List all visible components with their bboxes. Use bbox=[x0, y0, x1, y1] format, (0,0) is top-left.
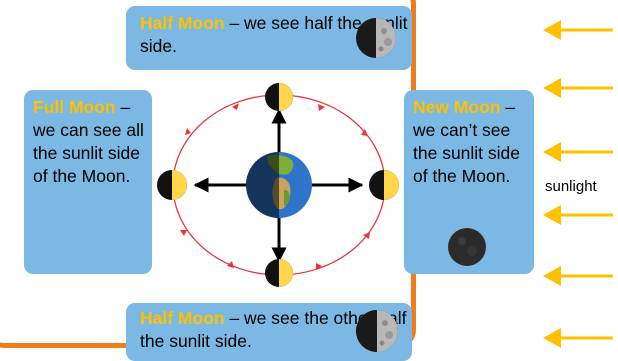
half-moon-photo-icon bbox=[356, 18, 396, 58]
sunlight-arrow-icon bbox=[543, 266, 613, 286]
full-moon-box: Full Moon – we can see all the sunlit si… bbox=[24, 90, 152, 274]
orbit-direction-arrows bbox=[180, 103, 370, 270]
moon-right bbox=[369, 170, 399, 200]
sunlight-label: sunlight bbox=[545, 178, 597, 195]
new-moon-photo-icon bbox=[448, 228, 486, 266]
sunlight-arrow-icon bbox=[543, 328, 613, 348]
earth-globe-icon bbox=[246, 152, 312, 218]
half-moon-photo-icon-bottom bbox=[356, 310, 398, 352]
sunlight-arrow-icon bbox=[543, 20, 613, 40]
full-moon-title: Full Moon bbox=[33, 97, 116, 117]
moon-top bbox=[265, 83, 293, 111]
moon-left bbox=[157, 170, 187, 200]
moon-bottom bbox=[265, 259, 293, 287]
half-moon-bottom-title: Half Moon bbox=[140, 308, 225, 328]
sunlight-arrow-icon bbox=[543, 78, 613, 98]
full-moon-text: – we can see all the sunlit side of the … bbox=[33, 97, 144, 186]
half-moon-top-title: Half Moon bbox=[140, 13, 225, 33]
sunlight-arrow-icon bbox=[543, 142, 613, 162]
sunlight-arrow-icon bbox=[543, 205, 613, 225]
new-moon-text: – we can’t see the sunlit side of the Mo… bbox=[413, 97, 521, 186]
new-moon-title: New Moon bbox=[413, 97, 501, 117]
earth-arrows bbox=[193, 108, 364, 263]
